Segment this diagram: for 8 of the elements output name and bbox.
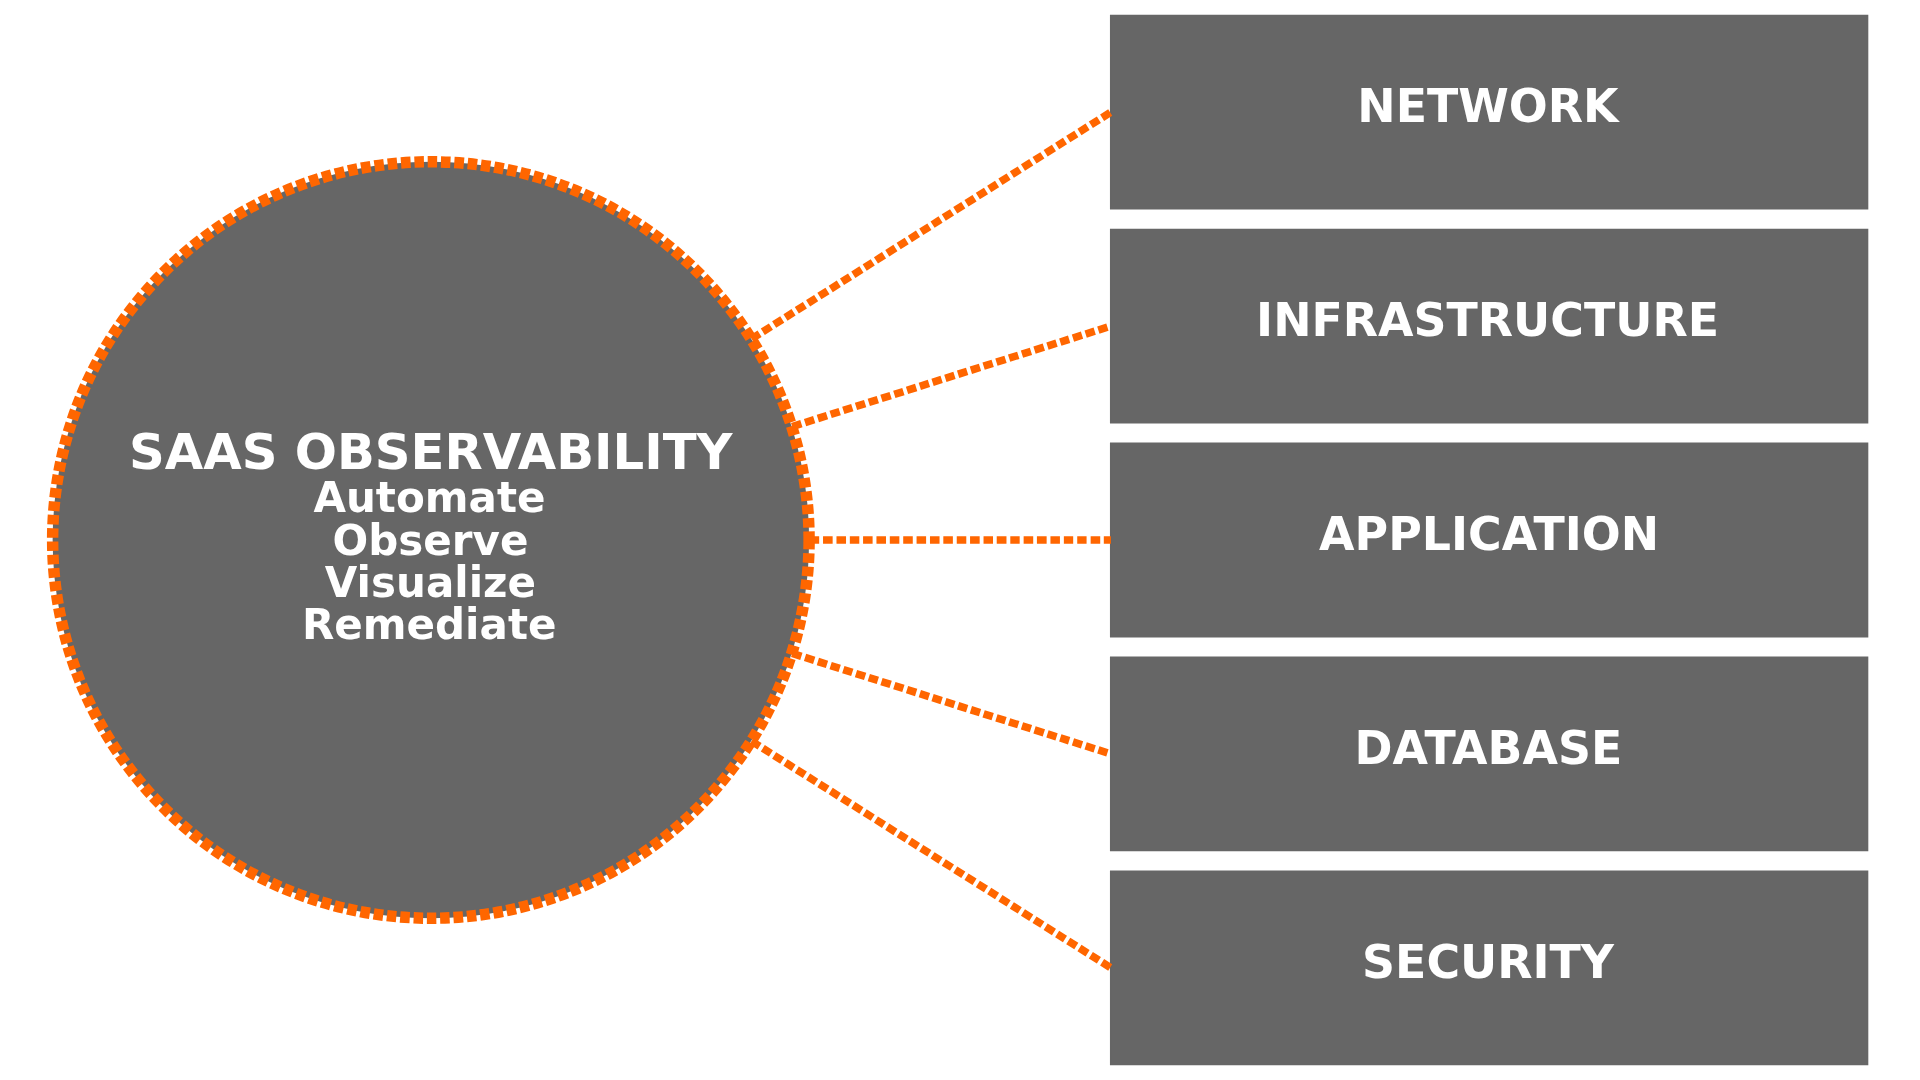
node-box: DATABASE bbox=[1109, 656, 1869, 852]
node-box: SECURITY bbox=[1109, 870, 1869, 1066]
node-circle: SAAS OBSERVABILITY Automate Observe Visualize Remediate bbox=[46, 156, 815, 924]
connector bbox=[749, 108, 1113, 343]
connector bbox=[749, 737, 1113, 972]
node-box: NETWORK bbox=[1109, 14, 1869, 210]
node-box: INFRASTRUCTURE bbox=[1109, 228, 1869, 424]
node-box: APPLICATION bbox=[1109, 442, 1869, 638]
